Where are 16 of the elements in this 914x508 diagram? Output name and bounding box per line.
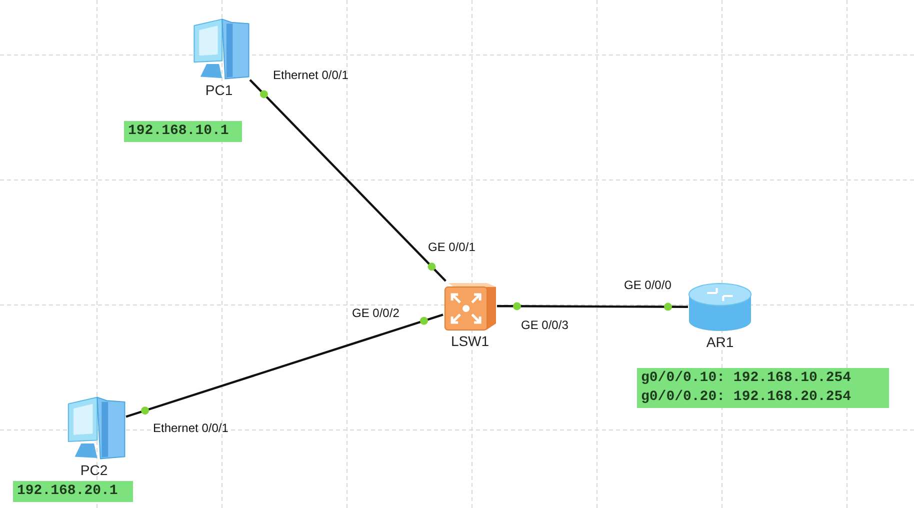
device-label: PC1 bbox=[205, 82, 233, 98]
link-line bbox=[126, 314, 444, 418]
address-tag: 192.168.20.1 bbox=[13, 481, 133, 502]
device-label: PC2 bbox=[80, 462, 108, 478]
device-label: LSW1 bbox=[450, 333, 490, 349]
device-label: AR1 bbox=[706, 334, 734, 350]
port-label: Ethernet 0/0/1 bbox=[273, 68, 348, 82]
port-label: GE 0/0/3 bbox=[521, 318, 568, 332]
address-tag: g0/0/0.10: 192.168.10.254 g0/0/0.20: 192.168.20.254 bbox=[637, 368, 889, 408]
link-line bbox=[497, 305, 688, 308]
port-label: GE 0/0/2 bbox=[352, 306, 400, 320]
link-line bbox=[249, 79, 446, 282]
port-label: GE 0/0/1 bbox=[428, 240, 476, 254]
port-label: Ethernet 0/0/1 bbox=[153, 421, 228, 435]
port-label: GE 0/0/0 bbox=[624, 278, 672, 292]
address-tag: 192.168.10.1 bbox=[124, 121, 242, 142]
